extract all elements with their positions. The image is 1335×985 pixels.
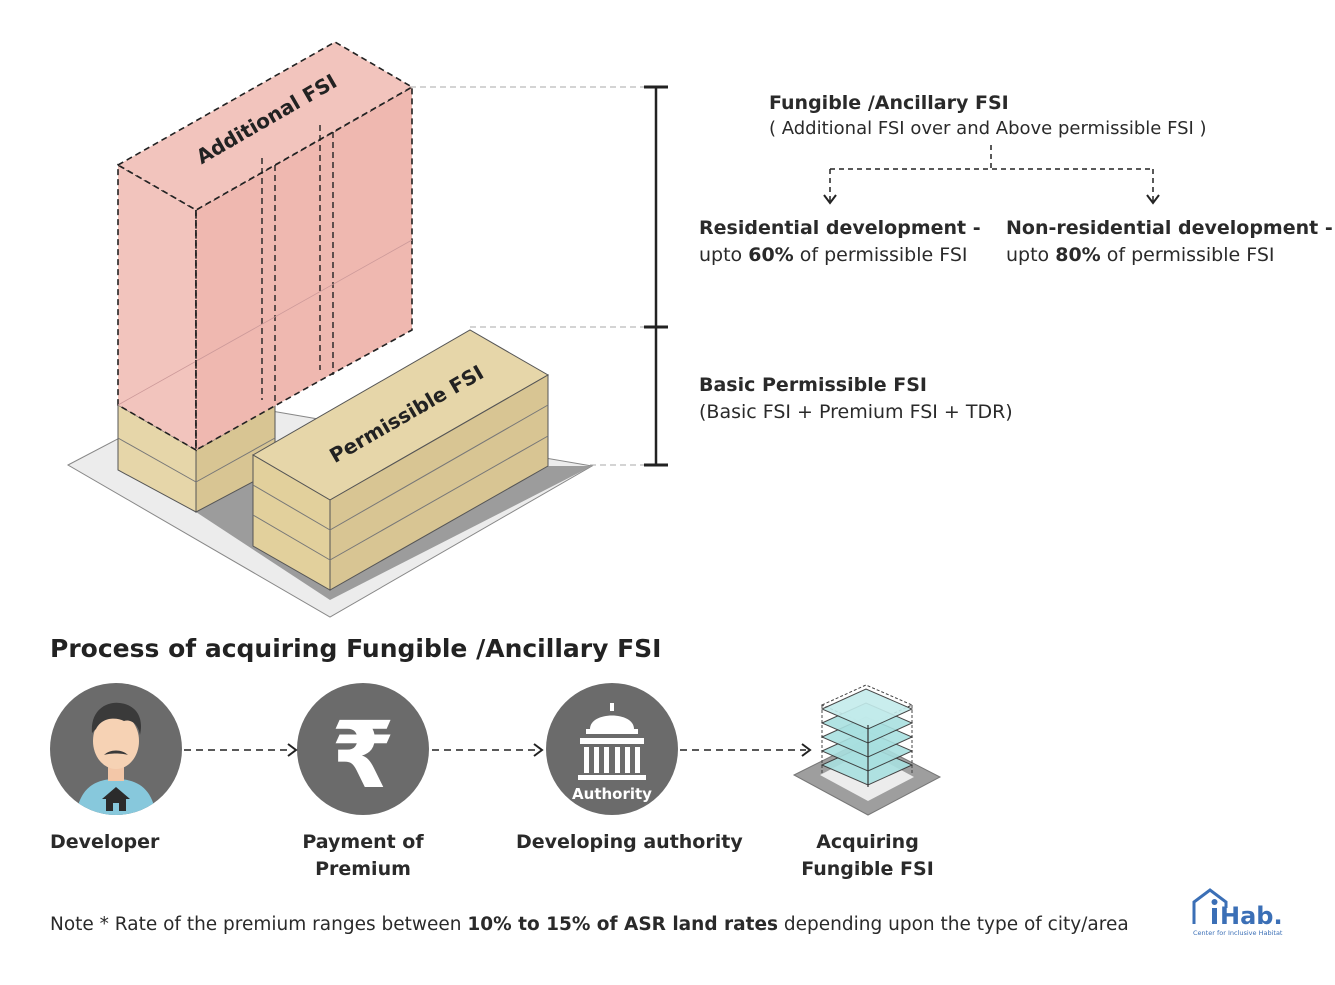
arrow-head-3 xyxy=(801,743,812,757)
authority-step: Authority xyxy=(546,683,678,815)
fungible-split-arrows xyxy=(823,145,1160,205)
payment-label: Payment of Premium xyxy=(302,831,424,880)
developer-icon xyxy=(76,702,156,815)
fungible-heading: Fungible /Ancillary FSI xyxy=(769,92,1009,114)
svg-text:Hab.: Hab. xyxy=(1220,902,1283,930)
premium-rate: 10% to 15% of ASR land rates xyxy=(467,914,779,935)
non-residential-title: Non-residential development - xyxy=(1006,217,1333,239)
process-title: Process of acquiring Fungible /Ancillary… xyxy=(50,634,662,663)
authority-label: Developing authority xyxy=(516,831,743,853)
residential-title: Residential development - xyxy=(699,217,981,239)
acquiring-label: Acquiring Fungible FSI xyxy=(801,831,934,880)
premium-note: Note * Rate of the premium ranges betwee… xyxy=(50,914,1129,935)
rupee-icon: ₹ xyxy=(331,702,395,809)
basic-subheading: (Basic FSI + Premium FSI + TDR) xyxy=(699,401,1013,423)
authority-building-icon: Authority xyxy=(572,703,652,803)
basic-heading: Basic Permissible FSI xyxy=(699,374,927,396)
svg-text:Center for Inclusive Habitat: Center for Inclusive Habitat xyxy=(1193,929,1283,937)
process-arrows xyxy=(184,743,812,757)
non-residential-text: upto 80% of permissible FSI xyxy=(1006,244,1275,266)
payment-step: ₹ xyxy=(297,683,429,815)
building-diagram: Additional FSI Permissible FSI xyxy=(66,41,594,618)
developer-label: Developer xyxy=(50,831,160,853)
non-residential-percent: 80% xyxy=(1055,244,1101,266)
authority-icon-text: Authority xyxy=(572,785,652,803)
ihab-logo: Hab. Center for Inclusive Habitat xyxy=(1192,888,1283,937)
developer-step xyxy=(50,683,182,815)
residential-text: upto 60% of permissible FSI xyxy=(699,244,968,266)
arrow-head-2 xyxy=(533,743,544,757)
building-layers-icon xyxy=(792,684,942,816)
svg-text:₹: ₹ xyxy=(331,702,395,809)
fsi-dimension-bracket xyxy=(410,85,668,467)
arrow-head-1 xyxy=(287,743,298,757)
additional-fsi-block: Additional FSI xyxy=(116,41,414,452)
fungible-subheading: ( Additional FSI over and Above permissi… xyxy=(769,118,1207,139)
residential-percent: 60% xyxy=(748,244,794,266)
permissible-fsi-block: Permissible FSI xyxy=(252,329,550,591)
